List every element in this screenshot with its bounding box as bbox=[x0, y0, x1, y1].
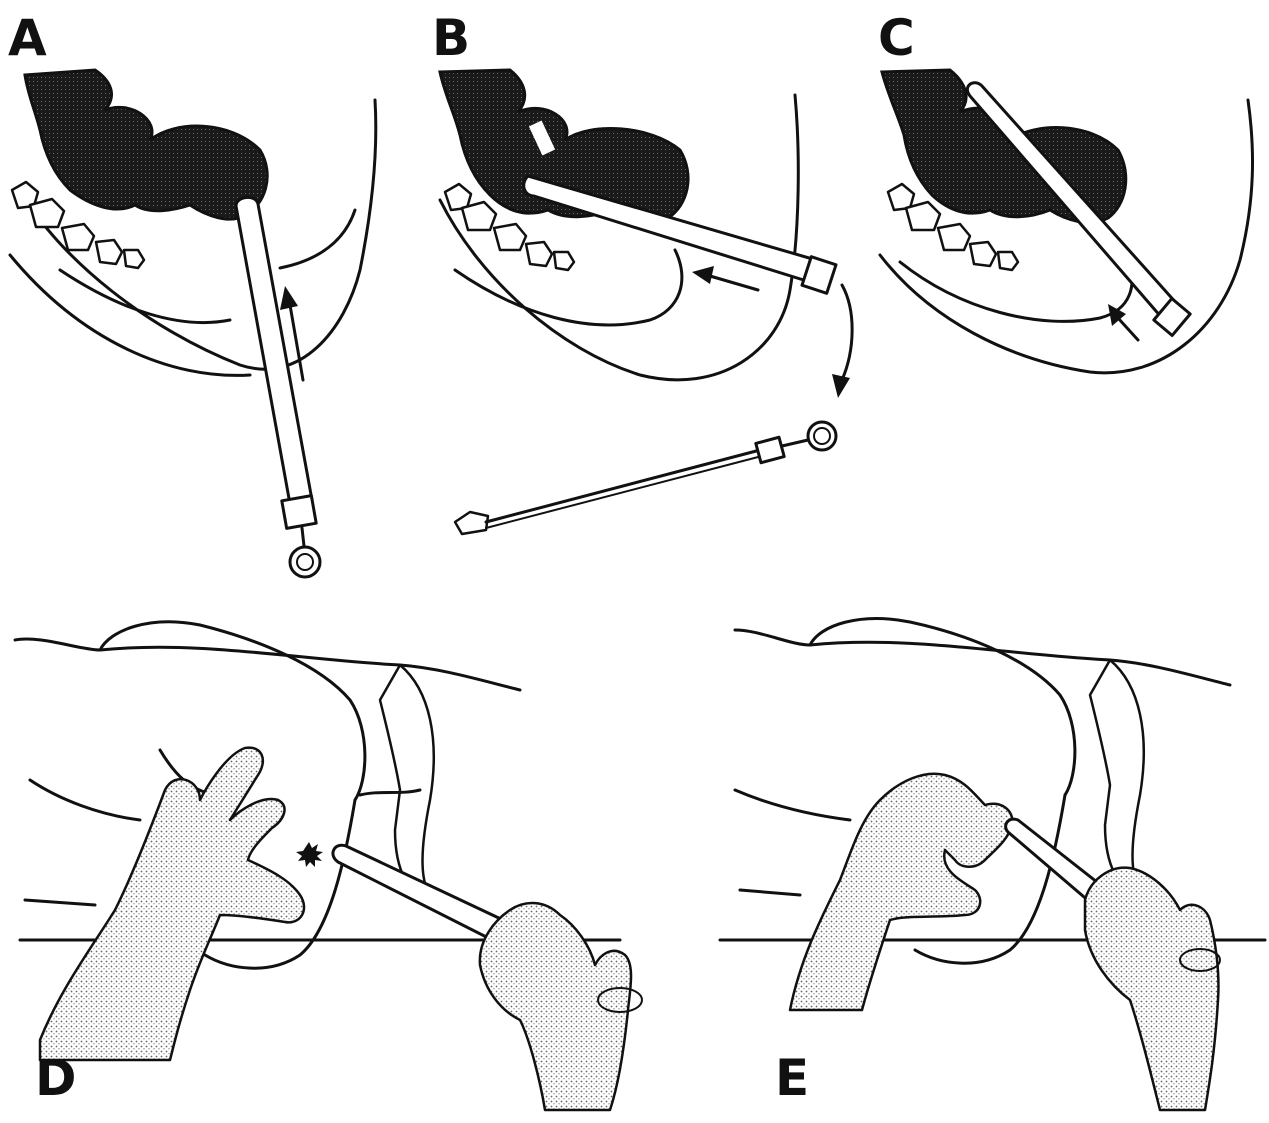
left-hand-e bbox=[790, 774, 1012, 1010]
panel-c: C bbox=[878, 9, 1253, 373]
pelvic-curve-a bbox=[280, 210, 355, 268]
thigh-d bbox=[380, 665, 434, 896]
panel-label-c: C bbox=[878, 9, 915, 67]
rectum-shading-a bbox=[25, 70, 267, 219]
proctoscope-a bbox=[236, 197, 320, 577]
back-contour-e bbox=[735, 619, 1075, 795]
rectum-shading-c bbox=[882, 70, 1126, 223]
direction-arrow-c bbox=[1108, 304, 1138, 340]
thigh-e bbox=[1090, 660, 1144, 891]
thigh-line-d bbox=[30, 780, 140, 820]
panel-b: B bbox=[432, 9, 852, 534]
panel-a: A bbox=[8, 9, 376, 577]
right-hand-e bbox=[1085, 868, 1218, 1110]
panel-e: E bbox=[720, 619, 1265, 1110]
panel-label-e: E bbox=[775, 1049, 809, 1107]
obturator-b bbox=[455, 422, 836, 534]
panel-label-b: B bbox=[432, 9, 470, 67]
outer-contour-a bbox=[10, 255, 250, 375]
panel-label-a: A bbox=[8, 9, 47, 67]
right-hand-d bbox=[480, 903, 631, 1110]
thigh-line-e bbox=[735, 790, 850, 820]
anus-mark-d bbox=[296, 842, 323, 867]
direction-arrow-b bbox=[692, 266, 758, 290]
sheet-line-e bbox=[740, 890, 800, 895]
withdraw-arrow-b bbox=[832, 285, 852, 398]
sheet-line-d bbox=[25, 900, 95, 905]
panel-d: D bbox=[15, 622, 642, 1110]
